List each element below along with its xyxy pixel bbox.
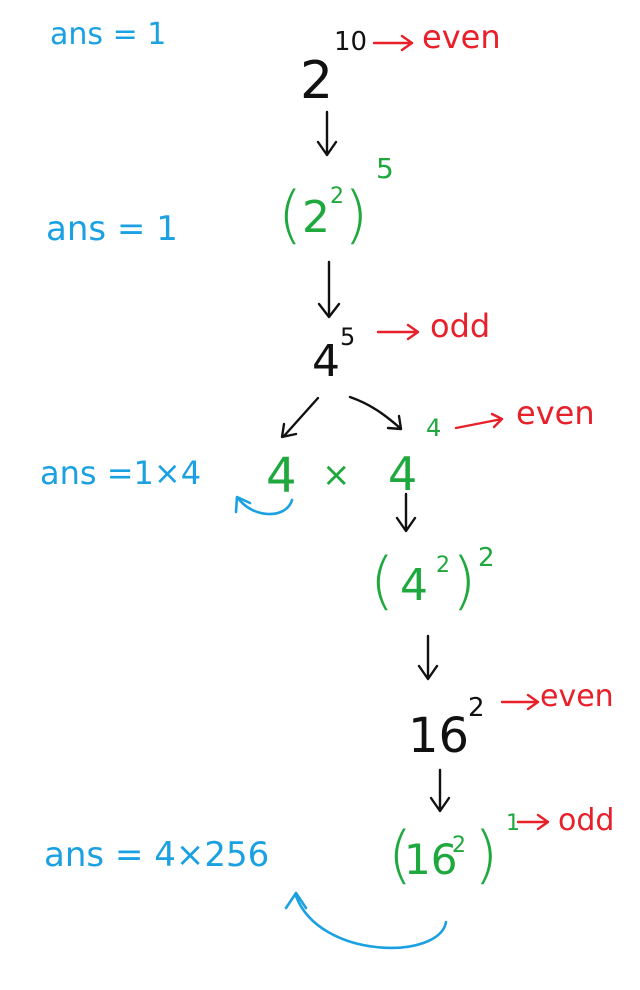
step2-open-paren: ( [278,178,302,251]
step4-times-sign: × [322,455,351,495]
split-arrow-right [348,395,403,431]
step7-outer-exponent: 1 [506,811,520,836]
step4-right-exponent: 4 [426,414,441,442]
step1-parity-label: even [422,18,501,56]
step2-close-paren: ) [344,178,368,251]
step2-inner-exponent: 2 [330,184,344,209]
ans-note-3: ans =1×4 [40,454,201,492]
step5-inner-base: 4 [400,560,428,611]
carry-arrow-1 [234,495,294,516]
down-arrow-5 [429,768,451,813]
step1-parity-arrow [372,34,414,52]
step6-parity-arrow [500,693,540,711]
step7-inner-exponent: 2 [452,833,466,858]
down-arrow-3 [395,492,417,533]
down-arrow-1 [316,110,338,157]
step3-base: 4 [312,336,340,387]
step4-parity-arrow [454,412,504,430]
step5-open-paren: ( [370,544,394,617]
step7-parity-arrow [516,813,550,831]
down-arrow-4 [417,634,439,681]
ans-note-4: ans = 4×256 [44,835,269,875]
step4-parity-label: even [516,394,595,432]
step5-close-paren: ) [452,544,476,617]
step6-base: 16 [408,708,469,764]
step1-base: 2 [300,51,333,111]
step7-inner-base: 16 [404,835,457,884]
step6-parity-label: even [540,679,614,714]
down-arrow-2 [317,260,341,319]
step5-inner-exponent: 2 [436,553,450,578]
step3-parity-arrow [376,323,420,341]
step5-outer-exponent: 2 [478,543,495,573]
step4-left-factor: 4 [266,448,297,504]
step2-inner-base: 2 [302,192,330,243]
step2-outer-exponent: 5 [376,152,394,185]
ans-note-1: ans = 1 [50,17,166,52]
step7-open-paren: ( [388,818,412,891]
carry-arrow-2 [284,891,448,950]
step3-exponent: 5 [340,323,355,351]
ans-note-2: ans = 1 [46,209,178,249]
step1-exponent: 10 [334,27,367,57]
step7-close-paren: ) [474,818,498,891]
split-arrow-left [280,396,320,439]
step6-exponent: 2 [468,693,485,723]
step4-right-base: 4 [388,447,417,501]
step7-parity-label: odd [558,803,614,838]
step3-parity-label: odd [430,307,490,345]
